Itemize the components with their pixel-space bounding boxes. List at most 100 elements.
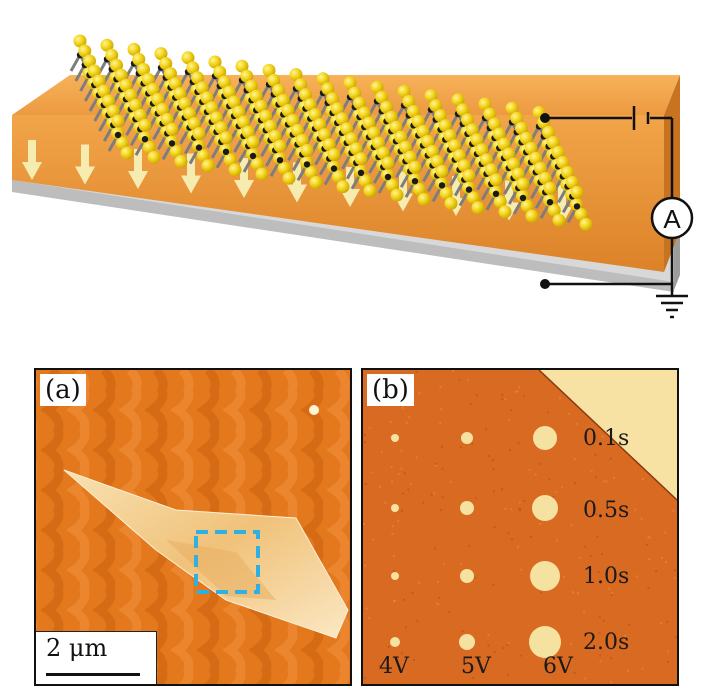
sulfur-atom bbox=[106, 104, 120, 118]
sulfur-atom bbox=[154, 47, 168, 61]
domain-dot bbox=[390, 637, 400, 647]
sulfur-atom bbox=[538, 171, 552, 185]
sulfur-atom bbox=[511, 167, 525, 181]
sulfur-atom bbox=[267, 73, 281, 87]
sulfur-atom bbox=[429, 99, 443, 113]
sulfur-atom bbox=[340, 122, 354, 136]
speckle bbox=[675, 636, 677, 639]
polarization-arrow-head bbox=[75, 166, 95, 185]
speckle bbox=[648, 558, 651, 561]
domain-dot bbox=[459, 634, 475, 650]
sulfur-atom bbox=[466, 191, 480, 205]
speckle bbox=[635, 575, 638, 578]
sulfur-atom bbox=[381, 156, 395, 170]
speckle bbox=[538, 522, 541, 525]
speckle bbox=[365, 607, 368, 610]
polarization-arrow-head bbox=[22, 162, 42, 180]
speckle bbox=[434, 547, 437, 550]
speckle bbox=[519, 509, 522, 512]
polarization-arrow-icon bbox=[346, 167, 354, 191]
polarization-arrow-icon bbox=[81, 144, 89, 169]
sulfur-atom bbox=[119, 78, 133, 92]
speckle bbox=[610, 593, 613, 596]
speckle bbox=[397, 520, 400, 523]
metal-atom bbox=[573, 203, 581, 210]
speckle bbox=[487, 634, 490, 637]
speckle bbox=[368, 427, 371, 430]
sulfur-atom bbox=[250, 157, 264, 171]
speckle bbox=[491, 459, 494, 462]
sulfur-atom bbox=[444, 196, 458, 210]
speckle bbox=[387, 645, 390, 648]
speckle bbox=[441, 467, 444, 470]
sulfur-atom bbox=[385, 178, 399, 192]
sulfur-atom bbox=[146, 82, 160, 96]
speckle bbox=[660, 557, 663, 560]
speckle bbox=[540, 591, 543, 594]
speckle bbox=[447, 610, 450, 613]
speckle bbox=[364, 564, 367, 567]
speckle bbox=[523, 394, 526, 397]
sulfur-atom bbox=[127, 42, 141, 56]
speckle bbox=[437, 603, 440, 606]
sulfur-atom bbox=[73, 34, 87, 48]
speckle bbox=[590, 554, 593, 557]
sulfur-atom bbox=[227, 95, 241, 109]
sulfur-atom bbox=[497, 137, 511, 151]
sulfur-atom bbox=[451, 93, 465, 107]
sulfur-atom bbox=[478, 97, 492, 111]
sulfur-atom bbox=[411, 114, 425, 128]
speckle bbox=[393, 599, 396, 602]
time-label-2: 0.5s bbox=[583, 498, 630, 523]
ammeter-icon: A bbox=[650, 196, 694, 240]
speckle bbox=[552, 496, 555, 499]
speckle bbox=[388, 660, 391, 663]
sulfur-atom bbox=[525, 209, 539, 223]
circuit bbox=[545, 116, 674, 296]
voltage-label-3: 6V bbox=[543, 654, 573, 679]
polarization-arrow-icon bbox=[187, 153, 195, 178]
speckle bbox=[439, 386, 442, 389]
speckle bbox=[400, 449, 403, 452]
speckle bbox=[402, 598, 405, 601]
sulfur-atom bbox=[313, 118, 327, 132]
speckle bbox=[398, 473, 401, 476]
speckle bbox=[438, 596, 441, 599]
sulfur-atom bbox=[142, 140, 156, 154]
sulfur-atom bbox=[78, 44, 92, 58]
selection-box bbox=[194, 530, 260, 594]
sulfur-atom bbox=[276, 93, 290, 107]
speckle bbox=[518, 501, 521, 504]
metal-atom bbox=[276, 157, 284, 164]
sulfur-atom bbox=[574, 207, 588, 221]
sulfur-atom bbox=[343, 76, 357, 90]
ground-icon bbox=[656, 294, 688, 319]
sulfur-atom bbox=[173, 87, 187, 101]
speckle bbox=[372, 538, 375, 541]
sulfur-atom bbox=[412, 182, 426, 196]
speckle bbox=[539, 462, 542, 465]
speckle bbox=[634, 508, 637, 511]
speckle bbox=[560, 486, 563, 489]
speckle bbox=[542, 656, 545, 659]
speckle bbox=[528, 468, 531, 471]
speckle bbox=[474, 496, 477, 499]
speckle bbox=[390, 465, 393, 468]
sulfur-atom bbox=[219, 131, 233, 145]
sulfur-atom bbox=[133, 108, 147, 122]
speckle bbox=[520, 568, 523, 571]
sulfur-atom bbox=[192, 127, 206, 141]
bottom-contact-dot bbox=[540, 279, 550, 289]
speckle bbox=[392, 525, 395, 528]
speckle bbox=[664, 561, 667, 564]
sulfur-atom bbox=[181, 51, 195, 65]
speckle bbox=[452, 370, 455, 373]
sulfur-atom bbox=[105, 48, 119, 62]
sulfur-atom bbox=[114, 68, 128, 82]
speckle bbox=[570, 524, 573, 527]
sulfur-atom bbox=[237, 115, 250, 129]
speckle bbox=[572, 591, 575, 594]
terrace-stripe bbox=[326, 370, 350, 684]
speckle bbox=[611, 592, 614, 595]
sulfur-atom bbox=[300, 143, 314, 157]
